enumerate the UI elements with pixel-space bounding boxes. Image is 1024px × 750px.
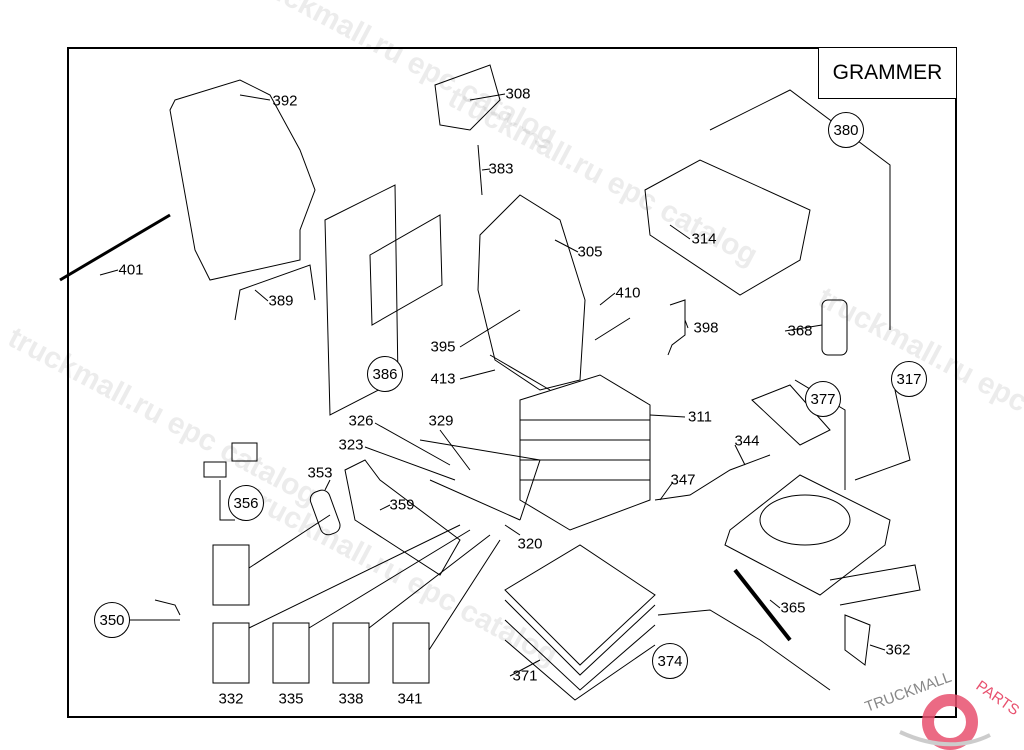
part-label[interactable]: 401 bbox=[118, 261, 144, 279]
svg-text:PARTS: PARTS bbox=[973, 677, 1023, 719]
part-label[interactable]: 314 bbox=[691, 230, 717, 248]
part-label[interactable]: 329 bbox=[428, 412, 454, 430]
part-label[interactable]: 413 bbox=[430, 370, 456, 388]
part-label[interactable]: 368 bbox=[787, 322, 813, 340]
circled-part-label[interactable]: 356 bbox=[228, 485, 264, 521]
part-label[interactable]: 392 bbox=[272, 92, 298, 110]
part-label[interactable]: 308 bbox=[505, 85, 531, 103]
part-label[interactable]: 341 bbox=[397, 690, 423, 708]
part-label[interactable]: 383 bbox=[488, 160, 514, 178]
part-label[interactable]: 359 bbox=[389, 496, 415, 514]
circled-part-label[interactable]: 350 bbox=[94, 602, 130, 638]
part-label[interactable]: 362 bbox=[885, 641, 911, 659]
part-label[interactable]: 344 bbox=[734, 432, 760, 450]
part-label[interactable]: 323 bbox=[338, 436, 364, 454]
part-label[interactable]: 395 bbox=[430, 338, 456, 356]
part-label[interactable]: 398 bbox=[693, 319, 719, 337]
truckmallparts-logo: TRUCKMALL PARTS bbox=[863, 669, 1023, 750]
part-label[interactable]: 389 bbox=[268, 292, 294, 310]
part-label[interactable]: 347 bbox=[670, 471, 696, 489]
part-label[interactable]: 326 bbox=[348, 412, 374, 430]
diagram-frame bbox=[67, 47, 957, 718]
brand-label: GRAMMER bbox=[818, 47, 957, 99]
circled-part-label[interactable]: 380 bbox=[828, 112, 864, 148]
part-label[interactable]: 353 bbox=[307, 464, 333, 482]
circled-part-label[interactable]: 317 bbox=[891, 361, 927, 397]
part-label[interactable]: 311 bbox=[688, 408, 712, 426]
circled-part-label[interactable]: 386 bbox=[367, 356, 403, 392]
part-label[interactable]: 371 bbox=[512, 667, 538, 685]
part-label[interactable]: 332 bbox=[218, 690, 244, 708]
circled-part-label[interactable]: 377 bbox=[805, 381, 841, 417]
part-label[interactable]: 410 bbox=[615, 284, 641, 302]
part-label[interactable]: 335 bbox=[278, 690, 304, 708]
part-label[interactable]: 365 bbox=[780, 599, 806, 617]
part-label[interactable]: 305 bbox=[577, 243, 603, 261]
part-label[interactable]: 338 bbox=[338, 690, 364, 708]
circled-part-label[interactable]: 374 bbox=[652, 643, 688, 679]
part-label[interactable]: 320 bbox=[517, 535, 543, 553]
